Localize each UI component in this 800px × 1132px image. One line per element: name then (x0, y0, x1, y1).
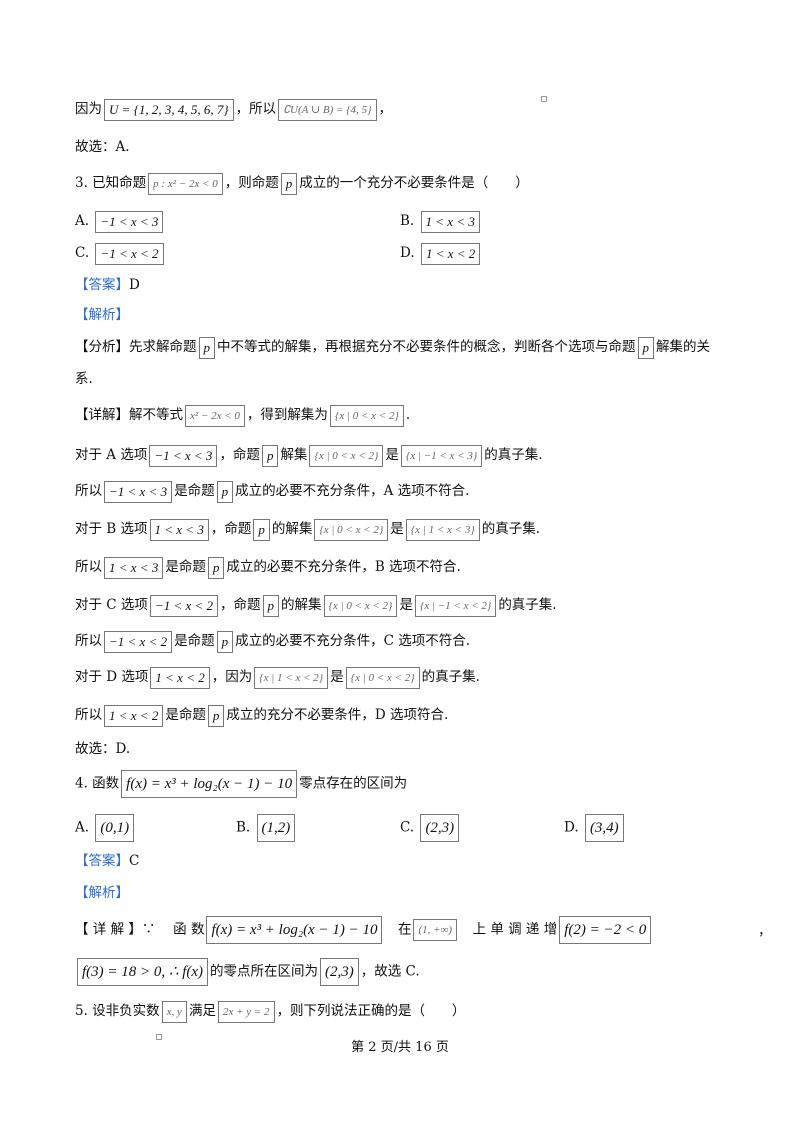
page-footer: 第 2 页/共 16 页 (351, 1040, 449, 1055)
q4-option-b: B. (1,2) (236, 814, 297, 842)
analysis-4-heading: 【解析】 (75, 885, 129, 901)
marker-square (156, 1034, 162, 1040)
analysis-line-cont: 系. (75, 371, 93, 387)
math-complement: ∁U(A ∪ B) = {4, 5} (278, 98, 377, 121)
q3-option-b: B. 1 < x < 3 (400, 210, 482, 233)
detail-4-comma: ， (758, 923, 772, 939)
detail-4-line-2: f(3) = 18 > 0, ∴ f(x)的零点所在区间为(2,3)，故选 C. (75, 958, 420, 986)
choose-d: 故选：D. (75, 741, 131, 757)
analysis-3-heading: 【解析】 (75, 307, 129, 323)
marker-square (541, 96, 547, 102)
answer-3: 【答案】D (75, 277, 140, 293)
q4-option-c: C. (2,3) (400, 814, 461, 842)
math-p: p (280, 172, 298, 195)
q3-option-c: C. −1 < x < 2 (75, 242, 166, 265)
math-function: f(x) = x³ + log₂(x − 1) − 10 (121, 770, 298, 798)
line-choose-a: 故选：A. (75, 139, 130, 155)
q3-option-d: D. 1 < x < 2 (400, 242, 482, 265)
math-proposition: p : x² − 2x < 0 (148, 172, 223, 195)
answer-4: 【答案】C (75, 853, 140, 869)
q3-option-a: A. −1 < x < 3 (75, 210, 165, 233)
q4-option-d: D. (3,4) (564, 814, 626, 842)
math-universal-set: U = {1, 2, 3, 4, 5, 6, 7} (104, 98, 234, 121)
q4-option-a: A. (0,1) (75, 814, 136, 842)
